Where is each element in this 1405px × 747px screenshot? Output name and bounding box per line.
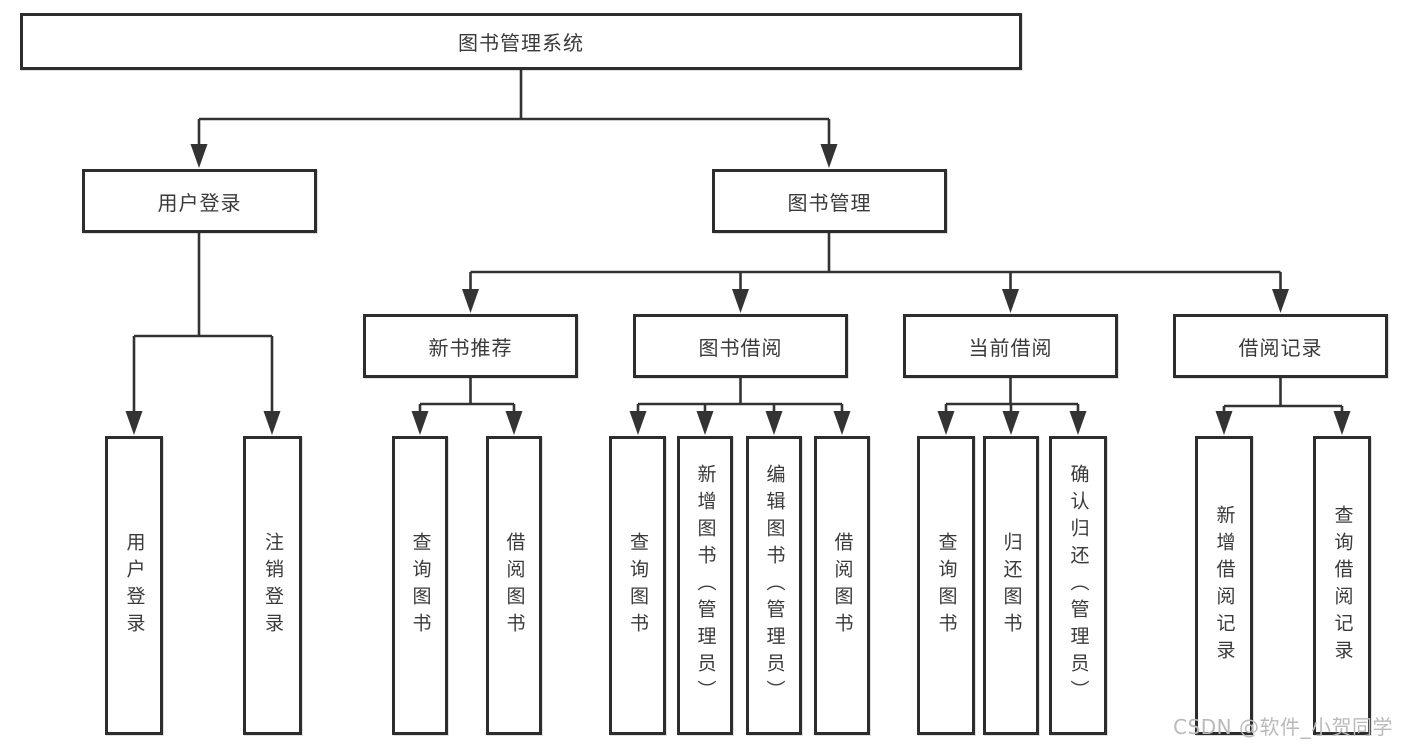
arrow-icon (263, 411, 281, 435)
arrow-icon (1215, 411, 1233, 435)
leaf-current-query-book: 查询图书 (917, 436, 975, 735)
node-book-borrow: 图书借阅 (633, 314, 848, 378)
leaf-borrow-book: 借阅图书 (814, 436, 870, 735)
arrow-icon (411, 411, 429, 435)
leaf-recommend-query-book: 查询图书 (392, 436, 448, 735)
arrow-icon (1002, 411, 1020, 435)
arrow-icon (462, 289, 479, 313)
leaf-logout: 注销登录 (243, 436, 302, 735)
edge-records-children (1222, 378, 1344, 415)
arrow-icon (1272, 289, 1289, 313)
node-book-manage: 图书管理 (712, 169, 947, 233)
leaf-add-borrow-record: 新增借阅记录 (1195, 436, 1253, 735)
leaf-add-book-admin: 新增图书（管理员） (677, 436, 733, 735)
leaf-confirm-return-admin: 确认归还（管理员） (1049, 436, 1107, 735)
arrow-icon (1333, 411, 1351, 435)
edge-borrow-children (636, 378, 844, 415)
arrowheads (125, 144, 1351, 435)
leaf-edit-book-admin: 编辑图书（管理员） (746, 436, 802, 735)
edge-login-children (132, 233, 274, 415)
arrow-icon (190, 144, 208, 168)
node-current-borrow: 当前借阅 (903, 314, 1118, 378)
arrow-icon (833, 411, 851, 435)
leaf-user-login: 用户登录 (105, 436, 163, 735)
node-user-login: 用户登录 (82, 169, 317, 233)
node-new-book-recommend: 新书推荐 (363, 314, 578, 378)
arrow-icon (629, 411, 647, 435)
leaf-recommend-borrow-book: 借阅图书 (486, 436, 542, 735)
edge-manage-children (469, 233, 1282, 294)
edge-root-children (197, 70, 831, 150)
edge-recommend-children (418, 378, 516, 415)
leaf-return-book: 归还图书 (983, 436, 1039, 735)
arrow-icon (125, 411, 143, 435)
leaf-borrow-query-book: 查询图书 (609, 436, 666, 735)
node-borrow-records: 借阅记录 (1173, 314, 1388, 378)
arrow-icon (505, 411, 523, 435)
arrow-icon (820, 144, 838, 168)
arrow-icon (937, 411, 955, 435)
node-root: 图书管理系统 (20, 13, 1022, 70)
arrow-icon (1069, 411, 1087, 435)
arrow-icon (732, 289, 749, 313)
arrow-icon (696, 411, 714, 435)
csdn-watermark: CSDN @软件_小贺同学 (1173, 715, 1393, 739)
edge-current-children (944, 378, 1080, 415)
arrow-icon (765, 411, 783, 435)
arrow-icon (1002, 289, 1019, 313)
leaf-query-borrow-record: 查询借阅记录 (1313, 436, 1371, 735)
